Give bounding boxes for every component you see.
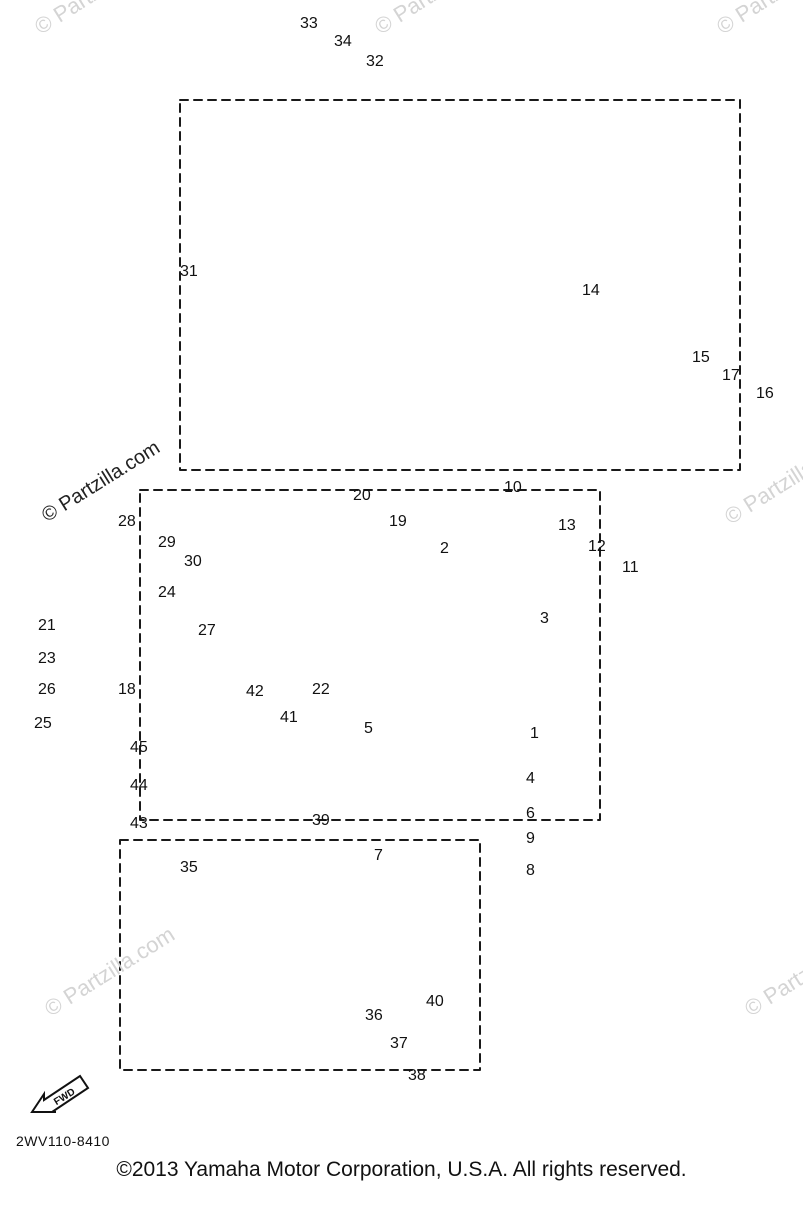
part-number-label: 7 bbox=[374, 847, 383, 864]
bracket-assembly-placeholder bbox=[139, 489, 601, 821]
part-number-label: 13 bbox=[558, 517, 576, 534]
part-number-label: 1 bbox=[530, 725, 539, 742]
part-number-label: 3 bbox=[540, 610, 549, 627]
part-number-label: 29 bbox=[158, 534, 176, 551]
part-number-label: 23 bbox=[38, 650, 56, 667]
fwd-arrow-icon: FWD bbox=[30, 1074, 90, 1113]
part-number-label: 24 bbox=[158, 584, 176, 601]
part-number-label: 34 bbox=[334, 33, 352, 50]
part-number-label: 22 bbox=[312, 681, 330, 698]
part-number-label: 31 bbox=[180, 263, 198, 280]
part-number-label: 36 bbox=[365, 1007, 383, 1024]
part-number-label: 25 bbox=[34, 715, 52, 732]
part-number-label: 37 bbox=[390, 1035, 408, 1052]
part-number-label: 43 bbox=[130, 815, 148, 832]
part-number-label: 30 bbox=[184, 553, 202, 570]
frame-placeholder bbox=[179, 99, 741, 471]
lower-cover-placeholder bbox=[119, 839, 481, 1071]
part-number-label: 33 bbox=[300, 15, 318, 32]
part-number-label: 38 bbox=[408, 1067, 426, 1084]
part-number-label: 44 bbox=[130, 777, 148, 794]
part-number-label: 17 bbox=[722, 367, 740, 384]
part-number-label: 32 bbox=[366, 53, 384, 70]
part-number-label: 27 bbox=[198, 622, 216, 639]
part-number-label: 26 bbox=[38, 681, 56, 698]
part-number-label: 11 bbox=[622, 559, 639, 576]
part-number-label: 18 bbox=[118, 681, 136, 698]
part-number-label: 16 bbox=[756, 385, 774, 402]
part-number-label: 2 bbox=[440, 540, 449, 557]
copyright-notice: ©2013 Yamaha Motor Corporation, U.S.A. A… bbox=[116, 1158, 687, 1181]
part-number-label: 12 bbox=[588, 538, 606, 555]
part-number-label: 6 bbox=[526, 805, 535, 822]
part-number-label: 19 bbox=[389, 513, 407, 530]
part-number-label: 14 bbox=[582, 282, 600, 299]
part-number-label: 40 bbox=[426, 993, 444, 1010]
part-number-label: 4 bbox=[526, 770, 535, 787]
part-number-label: 15 bbox=[692, 349, 710, 366]
part-number-label: 8 bbox=[526, 862, 535, 879]
diagram-code: 2WV110-8410 bbox=[16, 1133, 110, 1149]
part-number-label: 35 bbox=[180, 859, 198, 876]
part-number-label: 28 bbox=[118, 513, 136, 530]
part-number-label: 45 bbox=[130, 739, 148, 756]
part-callouts: 3334323114151716201910282930131211242723… bbox=[34, 15, 774, 1084]
part-number-label: 20 bbox=[353, 487, 371, 504]
part-number-label: 21 bbox=[38, 617, 56, 634]
part-number-label: 9 bbox=[526, 830, 535, 847]
part-number-label: 39 bbox=[312, 812, 330, 829]
part-number-label: 10 bbox=[504, 479, 522, 496]
part-number-label: 41 bbox=[280, 709, 298, 726]
part-number-label: 5 bbox=[364, 720, 373, 737]
part-number-label: 42 bbox=[246, 683, 264, 700]
